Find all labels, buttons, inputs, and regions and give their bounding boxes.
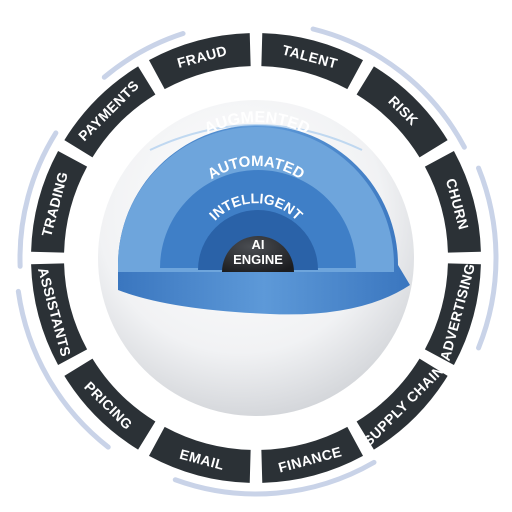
ring-segment-pricing: [64, 358, 156, 450]
ring-segment-fraud: [148, 33, 251, 90]
core-sphere: AUGMENTED AUTOMATED INTELLIGENT AI ENGIN…: [98, 100, 414, 416]
ring-segment-email: [148, 426, 251, 483]
ring-segment-assistants: [31, 263, 88, 366]
ring-segment-advertising: [424, 263, 481, 366]
ring-segment-churn: [424, 150, 481, 253]
accent-arc: [17, 130, 59, 269]
accent-arc: [15, 288, 111, 450]
engine-label-line1: AI: [252, 237, 265, 252]
ai-engine-core: [222, 236, 294, 272]
engine-label-line2: ENGINE: [233, 252, 283, 267]
accent-arc: [310, 26, 467, 150]
ring-label-supply-chain: SUPPLY CHAIN: [360, 362, 447, 449]
ring-segment-talent: [261, 33, 364, 90]
accent-arc: [476, 165, 499, 351]
accent-arc: [172, 459, 377, 497]
accent-arc: [101, 31, 186, 80]
ring-segment-payments: [64, 66, 156, 158]
ring-segment-trading: [31, 150, 88, 253]
ring-segment-finance: [261, 426, 364, 483]
ring-segment-risk: [356, 66, 448, 158]
cap-highlight: [149, 124, 363, 151]
ring-segment-supply-chain: [356, 358, 448, 450]
outer-accent-arcs: [15, 26, 499, 497]
